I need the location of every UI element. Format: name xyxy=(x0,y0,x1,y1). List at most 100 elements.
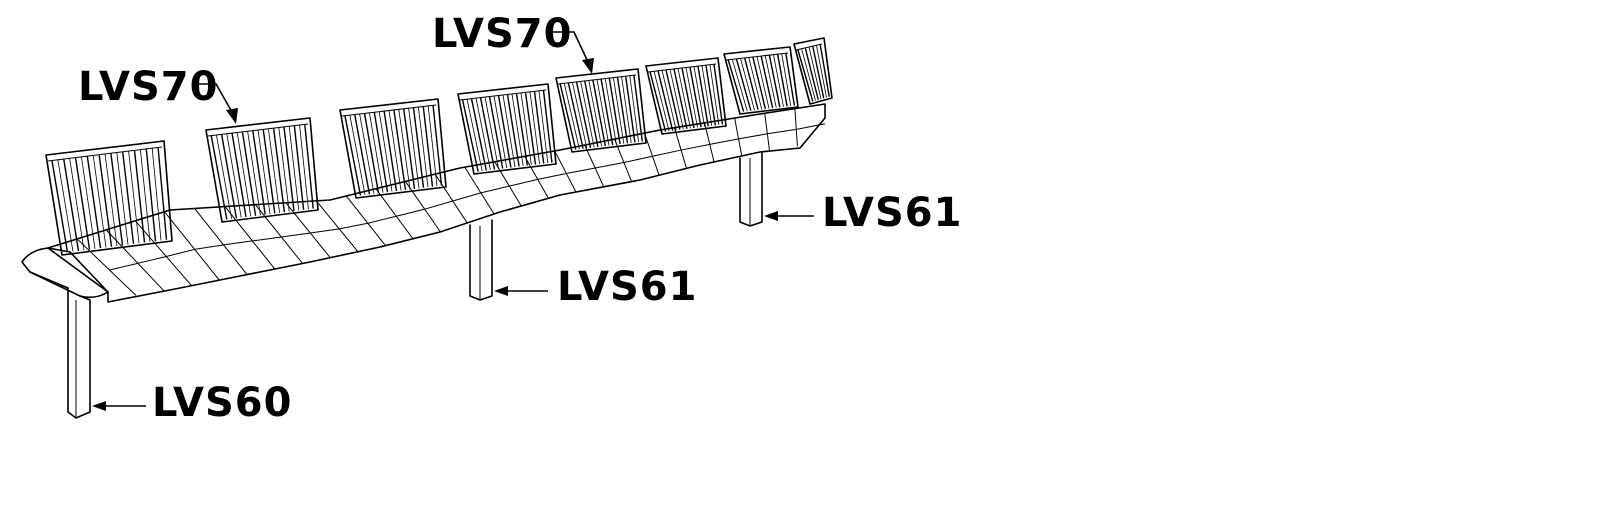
callout-label: LVS70 xyxy=(432,11,572,57)
seat-back-slat xyxy=(748,57,763,110)
seat-back-panel xyxy=(45,140,173,256)
seat-back-slat xyxy=(51,160,69,253)
seat-plank-joint xyxy=(652,149,682,157)
seat-back-slat xyxy=(344,115,362,196)
seat-back-slat xyxy=(373,112,389,193)
seat-back-slat xyxy=(262,129,276,214)
seat-back-slat xyxy=(412,107,425,188)
seat-back-panel xyxy=(555,68,647,153)
seat-back-slat xyxy=(633,75,643,142)
seat-back-slat xyxy=(98,154,113,247)
callout-intermediate-leg-2: LVS61 xyxy=(764,190,961,236)
seat-back-slat xyxy=(604,78,617,145)
seat-back-slat xyxy=(515,93,528,166)
seat-back-slat xyxy=(378,111,393,192)
seat-back-slat xyxy=(816,45,827,98)
seat-back-slat xyxy=(812,46,825,99)
intermediate-leg-1 xyxy=(469,219,493,301)
seat-back-slat xyxy=(418,107,429,188)
seat-slat xyxy=(704,122,715,163)
seat-plank-joint xyxy=(680,143,710,151)
seat-back-slat xyxy=(819,44,830,97)
seat-plank-joint xyxy=(623,155,653,163)
seat-back-slat xyxy=(752,56,767,110)
seat-back-slat xyxy=(538,90,549,164)
seat-back-slat xyxy=(681,67,695,129)
seat-slat xyxy=(345,195,386,246)
seat-back-slat xyxy=(542,90,553,163)
callout-seat-back-1: LVS70 xyxy=(78,64,238,124)
callout-label: LVS61 xyxy=(557,264,697,310)
seat-back-slat xyxy=(735,58,752,111)
seat-plank-joint xyxy=(537,173,567,180)
seat-back-slat xyxy=(383,110,398,192)
seat-back-slat xyxy=(475,97,491,171)
seat-plank-joint xyxy=(339,222,368,230)
seat-plank-joint xyxy=(166,248,195,257)
seat-back-slat xyxy=(629,75,639,142)
seat-back-slat xyxy=(359,113,375,194)
seat-back-slat xyxy=(128,151,140,244)
seat-plank-joint xyxy=(595,161,624,169)
seat-back-slat xyxy=(283,126,295,212)
seat-slat xyxy=(584,144,605,188)
seat-back-slat xyxy=(600,78,614,146)
seat-back-slat xyxy=(653,71,670,132)
callout-label: LVS70 xyxy=(78,64,218,110)
seat-back-slat xyxy=(596,79,610,146)
seat-slat xyxy=(105,229,165,292)
seat-back-slat xyxy=(388,110,402,191)
seat-back-slat xyxy=(220,134,238,219)
seat-back-panel xyxy=(457,83,557,175)
seat-plank-joint xyxy=(709,138,739,145)
seat-back-slat xyxy=(768,55,781,108)
seat-slat xyxy=(734,117,743,157)
seat-back-slat xyxy=(484,96,499,170)
intermediate-leg-2 xyxy=(739,151,763,227)
seat-back-slat xyxy=(529,91,540,165)
seat-back-panel xyxy=(793,37,833,105)
seat-back-1 xyxy=(45,140,173,256)
seat-back-slat xyxy=(677,68,691,129)
callout-end-leg: LVS60 xyxy=(92,380,292,426)
seat-back-slat xyxy=(278,127,290,212)
seat-plank-joint xyxy=(767,128,797,135)
seat-back-slat xyxy=(226,133,242,218)
seat-back-slat xyxy=(533,91,545,164)
seat-back-slat xyxy=(625,76,636,143)
seat-slat xyxy=(315,200,359,253)
seat-back-slat xyxy=(304,124,314,209)
seat-back-slat xyxy=(393,109,407,191)
seat-slat xyxy=(434,173,468,224)
seat-slat xyxy=(794,108,798,147)
seat-back-8 xyxy=(793,37,833,105)
seat-plank-joint xyxy=(796,123,826,130)
seat-back-slat xyxy=(257,129,271,215)
seat-back-slat xyxy=(693,66,706,127)
seat-plank-joint xyxy=(281,232,311,238)
seat-plank-joint xyxy=(310,228,340,234)
seat-back-slat xyxy=(74,157,91,250)
seat-back-slat xyxy=(293,125,305,210)
seat-plank-joint xyxy=(367,215,397,224)
seat-back-slat xyxy=(422,106,434,187)
callout-seat-back-2: LVS70 xyxy=(432,11,594,74)
seat-back-slat xyxy=(661,70,677,131)
seat-back-slat xyxy=(502,94,516,168)
seat-back-slat xyxy=(216,134,232,219)
seat-back-panel xyxy=(339,98,447,199)
seat-slat xyxy=(224,206,276,270)
seat-slat xyxy=(255,204,303,264)
seat-back-slat xyxy=(580,81,595,148)
seat-back-slat xyxy=(567,82,584,149)
seat-back-slat xyxy=(781,53,792,106)
seat-back-slat xyxy=(804,47,819,100)
seat-back-slat xyxy=(86,156,102,249)
seat-back-slat xyxy=(506,94,520,167)
seat-plank-joint xyxy=(223,240,253,246)
seat-back-slat xyxy=(760,55,774,109)
seat-back-slat xyxy=(349,114,366,195)
callout-label: LVS60 xyxy=(152,380,292,426)
seat-back-5 xyxy=(555,68,647,153)
seat-slat xyxy=(375,188,414,240)
